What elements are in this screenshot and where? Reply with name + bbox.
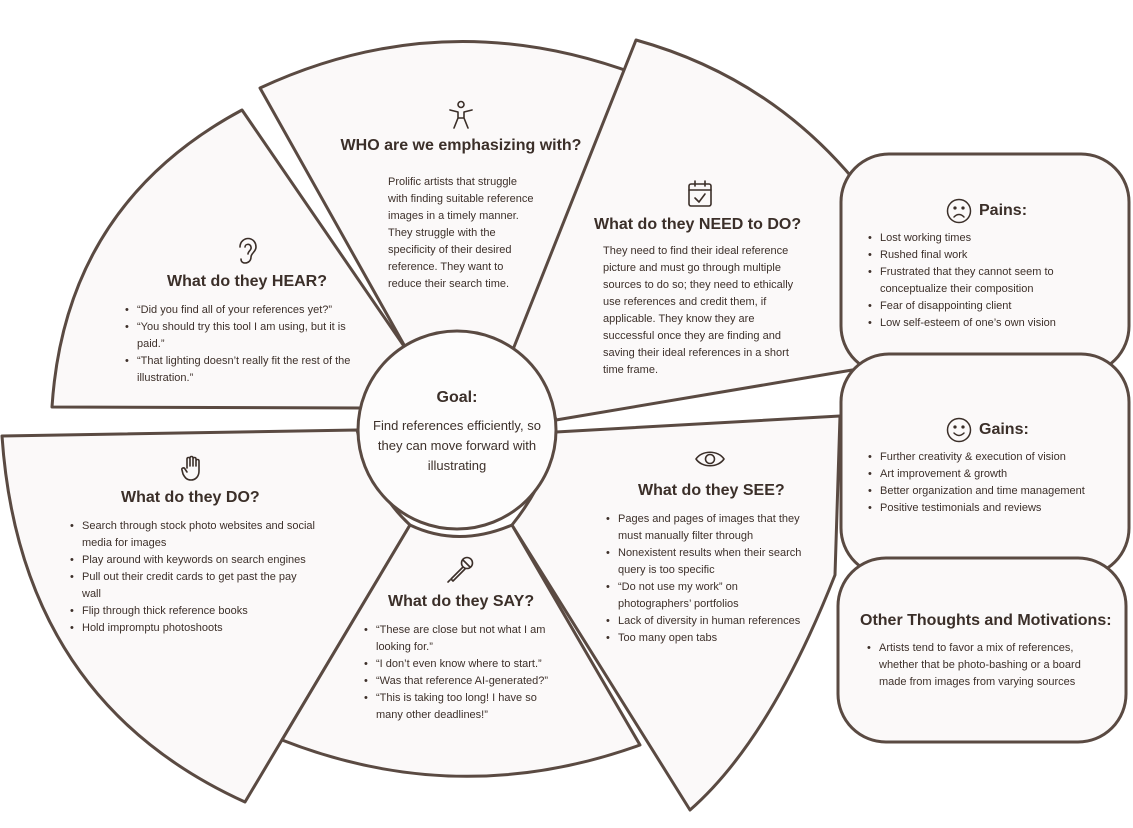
pains-item: Lost working times (868, 230, 1093, 247)
pains-title: Pains: (979, 202, 1028, 219)
hear-list: “Did you find all of your references yet… (125, 302, 370, 387)
ear-icon (235, 237, 259, 270)
pains-list: Lost working times Rushed final work Fru… (868, 230, 1093, 332)
say-title: What do they SAY? (388, 593, 535, 610)
gains-item: Better organization and time management (868, 483, 1103, 500)
gains-list: Further creativity & execution of vision… (868, 449, 1103, 517)
hear-item: “That lighting doesn’t really fit the re… (125, 353, 370, 387)
gains-item: Positive testimonials and reviews (868, 500, 1103, 517)
who-text: Prolific artists that struggle with find… (388, 176, 534, 290)
do-item: Flip through thick reference books (70, 603, 315, 620)
do-item: Search through stock photo websites and … (70, 518, 315, 552)
who-title: WHO are we emphasizing with? (340, 137, 582, 154)
pains-item: Frustrated that they cannot seem to conc… (868, 264, 1093, 298)
other-list: Artists tend to favor a mix of reference… (867, 640, 1092, 691)
see-item: Too many open tabs (606, 630, 811, 647)
see-item: “Do not use my work” on photographers’ p… (606, 579, 811, 613)
pains-item: Fear of disappointing client (868, 298, 1093, 315)
sad-face-icon (946, 198, 972, 229)
need-text: They need to find their ideal reference … (603, 245, 794, 376)
gains-title: Gains: (979, 421, 1029, 438)
say-item: “These are close but not what I am looki… (364, 622, 564, 656)
hear-item: “Did you find all of your references yet… (125, 302, 370, 319)
goal-text: Find references efficiently, so they can… (373, 418, 541, 473)
say-item: “This is taking too long! I have so many… (364, 690, 564, 724)
see-title: What do they SEE? (638, 482, 785, 499)
other-title: Other Thoughts and Motivations: (860, 612, 1112, 629)
eye-icon (694, 448, 726, 475)
say-item: “I don’t even know where to start.” (364, 656, 564, 673)
smiley-face-icon (946, 417, 972, 448)
goal-title: Goal: (436, 389, 478, 406)
hand-icon (180, 454, 204, 487)
need-title: What do they NEED to DO? (594, 216, 802, 233)
do-item: Hold impromptu photoshoots (70, 620, 315, 637)
do-item: Play around with keywords on search engi… (70, 552, 315, 569)
hear-title: What do they HEAR? (167, 273, 327, 290)
gains-item: Further creativity & execution of vision (868, 449, 1103, 466)
other-item: Artists tend to favor a mix of reference… (867, 640, 1092, 691)
microphone-icon (446, 556, 476, 589)
see-item: Nonexistent results when their search qu… (606, 545, 811, 579)
do-list: Search through stock photo websites and … (70, 518, 315, 637)
see-list: Pages and pages of images that they must… (606, 511, 811, 647)
say-item: “Was that reference AI-generated?” (364, 673, 564, 690)
hear-item: “You should try this tool I am using, bu… (125, 319, 370, 353)
see-item: Lack of diversity in human references (606, 613, 811, 630)
do-item: Pull out their credit cards to get past … (70, 569, 315, 603)
say-list: “These are close but not what I am looki… (364, 622, 564, 724)
gains-item: Art improvement & growth (868, 466, 1103, 483)
pains-item: Rushed final work (868, 247, 1093, 264)
do-title: What do they DO? (121, 489, 260, 506)
see-item: Pages and pages of images that they must… (606, 511, 811, 545)
pains-item: Low self-esteem of one’s own vision (868, 315, 1093, 332)
person-icon (447, 100, 475, 135)
calendar-check-icon (687, 180, 713, 213)
goal-circle (356, 329, 558, 531)
